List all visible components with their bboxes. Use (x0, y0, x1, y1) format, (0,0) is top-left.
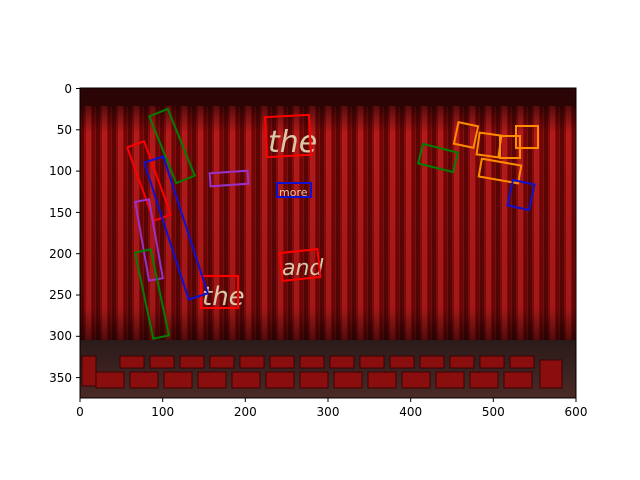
x-tick-label: 400 (399, 405, 422, 419)
box-blue-vertical (142, 155, 210, 301)
box-green-right (416, 142, 460, 174)
box-orange-1 (452, 120, 480, 150)
y-tick-label: 250 (49, 288, 72, 302)
x-axis (79, 398, 577, 402)
box-orange-5 (477, 157, 523, 185)
y-tick-label: 200 (49, 247, 72, 261)
y-tick-labels: 0 50 100 150 200 250 300 350 (49, 82, 72, 385)
x-tick-label: 100 (151, 405, 174, 419)
seat-rows (81, 355, 563, 389)
box-orange-4 (515, 125, 539, 149)
x-tick-label: 300 (317, 405, 340, 419)
y-tick-label: 150 (49, 206, 72, 220)
seating-area (80, 340, 576, 398)
box-red-the-bottom (200, 275, 239, 309)
box-purple-vertical (134, 198, 164, 282)
detection-boxes (125, 107, 539, 340)
x-tick-label: 200 (234, 405, 257, 419)
y-tick-label: 350 (49, 371, 72, 385)
box-red-the-top (263, 113, 313, 159)
box-green-vertical-top (147, 107, 197, 185)
y-tick-label: 50 (57, 123, 72, 137)
y-tick-label: 300 (49, 329, 72, 343)
y-tick-label: 0 (64, 82, 72, 96)
box-blue-right (506, 178, 536, 212)
box-blue-more (276, 182, 312, 198)
x-tick-label: 500 (482, 405, 505, 419)
theater-photo: the the and more (80, 88, 576, 398)
box-red-and (278, 247, 322, 283)
box-purple-small (208, 169, 250, 188)
y-axis (76, 88, 80, 379)
y-tick-label: 100 (49, 164, 72, 178)
box-green-vertical-bottom (133, 248, 171, 340)
x-tick-label: 0 (76, 405, 84, 419)
x-tick-label: 600 (565, 405, 588, 419)
valance (80, 88, 576, 106)
word-more: more (279, 186, 308, 199)
x-tick-labels: 0 100 200 300 400 500 600 (76, 405, 587, 419)
